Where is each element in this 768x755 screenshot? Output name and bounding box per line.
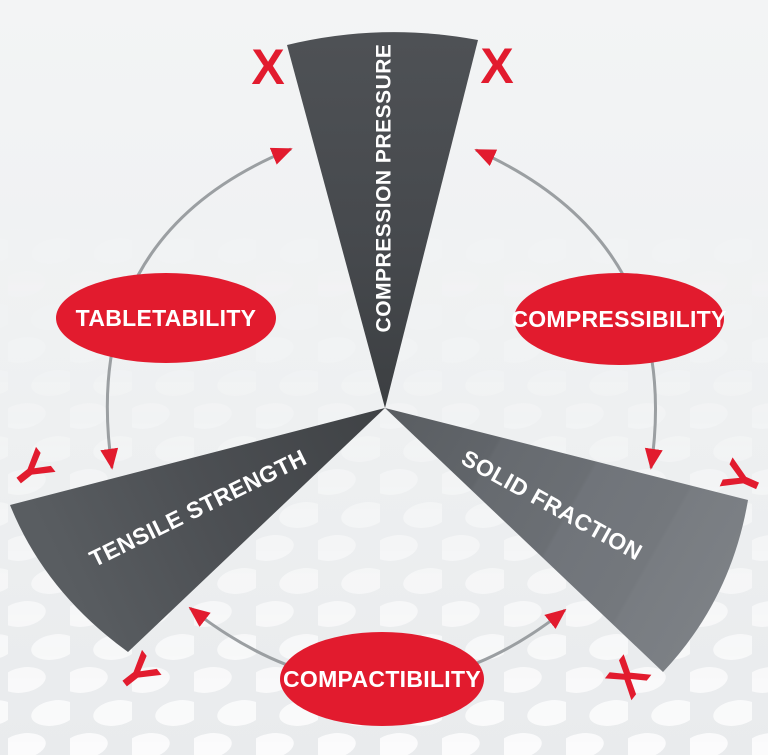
tabletability-ellipse: [56, 273, 276, 363]
compression-pressure-wedge: [287, 32, 478, 408]
compression-pressure-label: COMPRESSION PRESSURE: [373, 44, 396, 333]
relationship-nodes: TABLETABILITY COMPRESSIBILITY COMPACTIBI…: [56, 273, 726, 726]
solid-fraction-wedge: [385, 408, 748, 672]
arc-tabletability: [100, 147, 293, 470]
tensile-strength-wedge: [10, 408, 385, 652]
axis-marker-x-top-right: X: [480, 38, 513, 94]
tabletability-label: TABLETABILITY: [76, 305, 257, 331]
compressibility-ellipse: [514, 273, 724, 365]
compactibility-ellipse: [280, 632, 484, 726]
axis-marker-x-top-left: X: [251, 39, 284, 95]
compressibility-label: COMPRESSIBILITY: [511, 306, 726, 332]
compactibility-label: COMPACTIBILITY: [283, 666, 481, 692]
